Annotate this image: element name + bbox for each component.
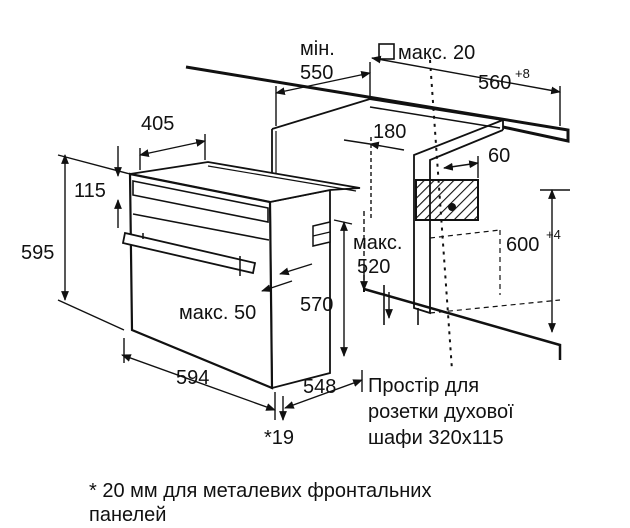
label-560-sup: +8 — [515, 66, 530, 81]
label-min: мін. — [300, 38, 335, 60]
label-595: 595 — [21, 242, 54, 264]
label-115: 115 — [74, 180, 106, 202]
label-560: 560 — [478, 72, 511, 94]
socket-area — [415, 179, 479, 221]
label-maks50: макс. 50 — [179, 302, 256, 324]
label-570: 570 — [300, 294, 333, 316]
label-405: 405 — [141, 113, 174, 135]
oven-body — [121, 161, 361, 390]
socket-note-line-3: шафи 320x115 — [368, 427, 504, 449]
footnote-line-1: * 20 мм для металевих фронтальних — [89, 480, 431, 502]
max20-square-icon — [378, 43, 395, 60]
label-19: *19 — [264, 427, 294, 449]
dimension-lines — [57, 55, 570, 421]
socket-note-line-2: розетки духової — [368, 401, 514, 423]
footnote-line-2: панелей — [89, 504, 166, 526]
socket-center-dot — [448, 203, 456, 211]
label-max20: макс. 20 — [398, 42, 475, 64]
label-550: 550 — [300, 62, 333, 84]
label-180: 180 — [373, 121, 406, 143]
label-60: 60 — [488, 145, 510, 167]
label-594: 594 — [176, 367, 209, 389]
label-600-sup: +4 — [546, 227, 561, 242]
socket-note-line-1: Простір для — [368, 375, 479, 397]
label-maks: макс. — [353, 232, 402, 254]
socket-center-line — [429, 59, 453, 371]
label-600: 600 — [506, 234, 539, 256]
label-520: 520 — [357, 256, 390, 278]
label-548: 548 — [303, 376, 336, 398]
